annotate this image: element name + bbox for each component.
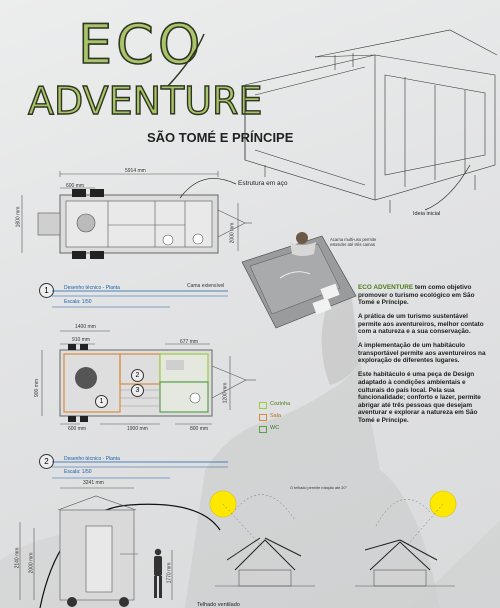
description-p2: A prática de um turismo sustentável perm… [358,313,484,336]
caption2-scale: Escala: 1/50 [64,469,92,475]
elevation-dim-height1: 2140 mm [14,547,21,569]
caption1-scale: Escala: 1/50 [64,299,92,305]
caption1-lines [52,290,228,308]
callout-hammock: Acama multi-uso permite estender até trê… [330,237,377,247]
solar-diagrams [209,490,457,587]
plan1-dim-total: 5914 mm [125,168,146,174]
subtitle: SÃO TOMÉ E PRÍNCIPE [147,130,294,145]
description-p1: ECO ADVENTURE tem como objetivo promover… [358,284,475,307]
callout-structure: Estrutura em aço [238,180,288,187]
elevation-drawing [19,487,221,608]
plan2-drawing [41,330,256,425]
plan2-room-2: 2 [131,369,144,382]
title-eco: ECO [77,13,205,76]
caption2-title: Desenho técnico - Planta [64,456,120,462]
plan1-dim-side-left: 1800 mm [15,206,22,228]
callout-idea-line [424,164,471,211]
elevation-dim-person: 1770 mm [166,562,173,584]
plan2-dim-bottom2: 1900 mm [127,426,148,432]
callout-structure-line [179,178,237,199]
perspective-wireframe [244,29,498,213]
plan2-dim-top3: 677 mm [180,339,199,345]
plan2-dim-top2: 910 mm [72,337,91,343]
plan2-room-1: 1 [95,395,108,408]
legend-label-kitchen: Cozinha [270,401,291,407]
caption2-lines [52,461,228,479]
legend-swatch-kitchen [259,402,267,409]
legend-label-wc: WC [270,425,280,431]
legend-swatch-living [259,414,267,421]
plan1-drawing [21,171,252,259]
description-p4: Este habitáculo é uma peça de Design ada… [358,371,481,424]
description: ECO ADVENTURE tem como objetivo promover… [358,284,492,431]
plan2-dim-side-left: 900 mm [34,378,41,398]
callout-solar: O telhado permite rotação até 20° [290,486,348,490]
title-adventure: ADVENTURE [27,79,263,123]
plan1-dim-side-right: 2000 mm [229,222,236,244]
plan2-dim-side-right: 1200 mm [222,382,229,404]
plan2-room-3: 3 [131,384,144,397]
legend-swatch-wc [259,426,267,433]
caption1-title: Desenho técnico - Planta [64,285,120,291]
description-p3: A implementação de um habitáculo transpo… [358,342,486,365]
caption2-number: 2 [39,454,54,469]
plan2-dim-top1: 1400 mm [75,324,96,330]
plan2-dim-bottom1: 600 mm [68,426,87,432]
bottom-caption: Telhado ventilado [197,602,240,608]
plan2-dim-bottom3: 800 mm [190,426,209,432]
bed-render [241,232,357,329]
elevation-dim-width: 3241 mm [83,480,104,486]
callout-bed: Cama extensível [187,283,225,289]
caption1-number: 1 [39,283,54,298]
plan1-dim-left: 600 mm [66,183,85,189]
description-accent: ECO ADVENTURE [358,284,414,291]
callout-idea: Ideia inicial [413,211,441,217]
legend-label-living: Sala [270,413,282,419]
title-swoosh [167,33,205,87]
elevation-dim-height2: 2000 mm [28,552,35,574]
